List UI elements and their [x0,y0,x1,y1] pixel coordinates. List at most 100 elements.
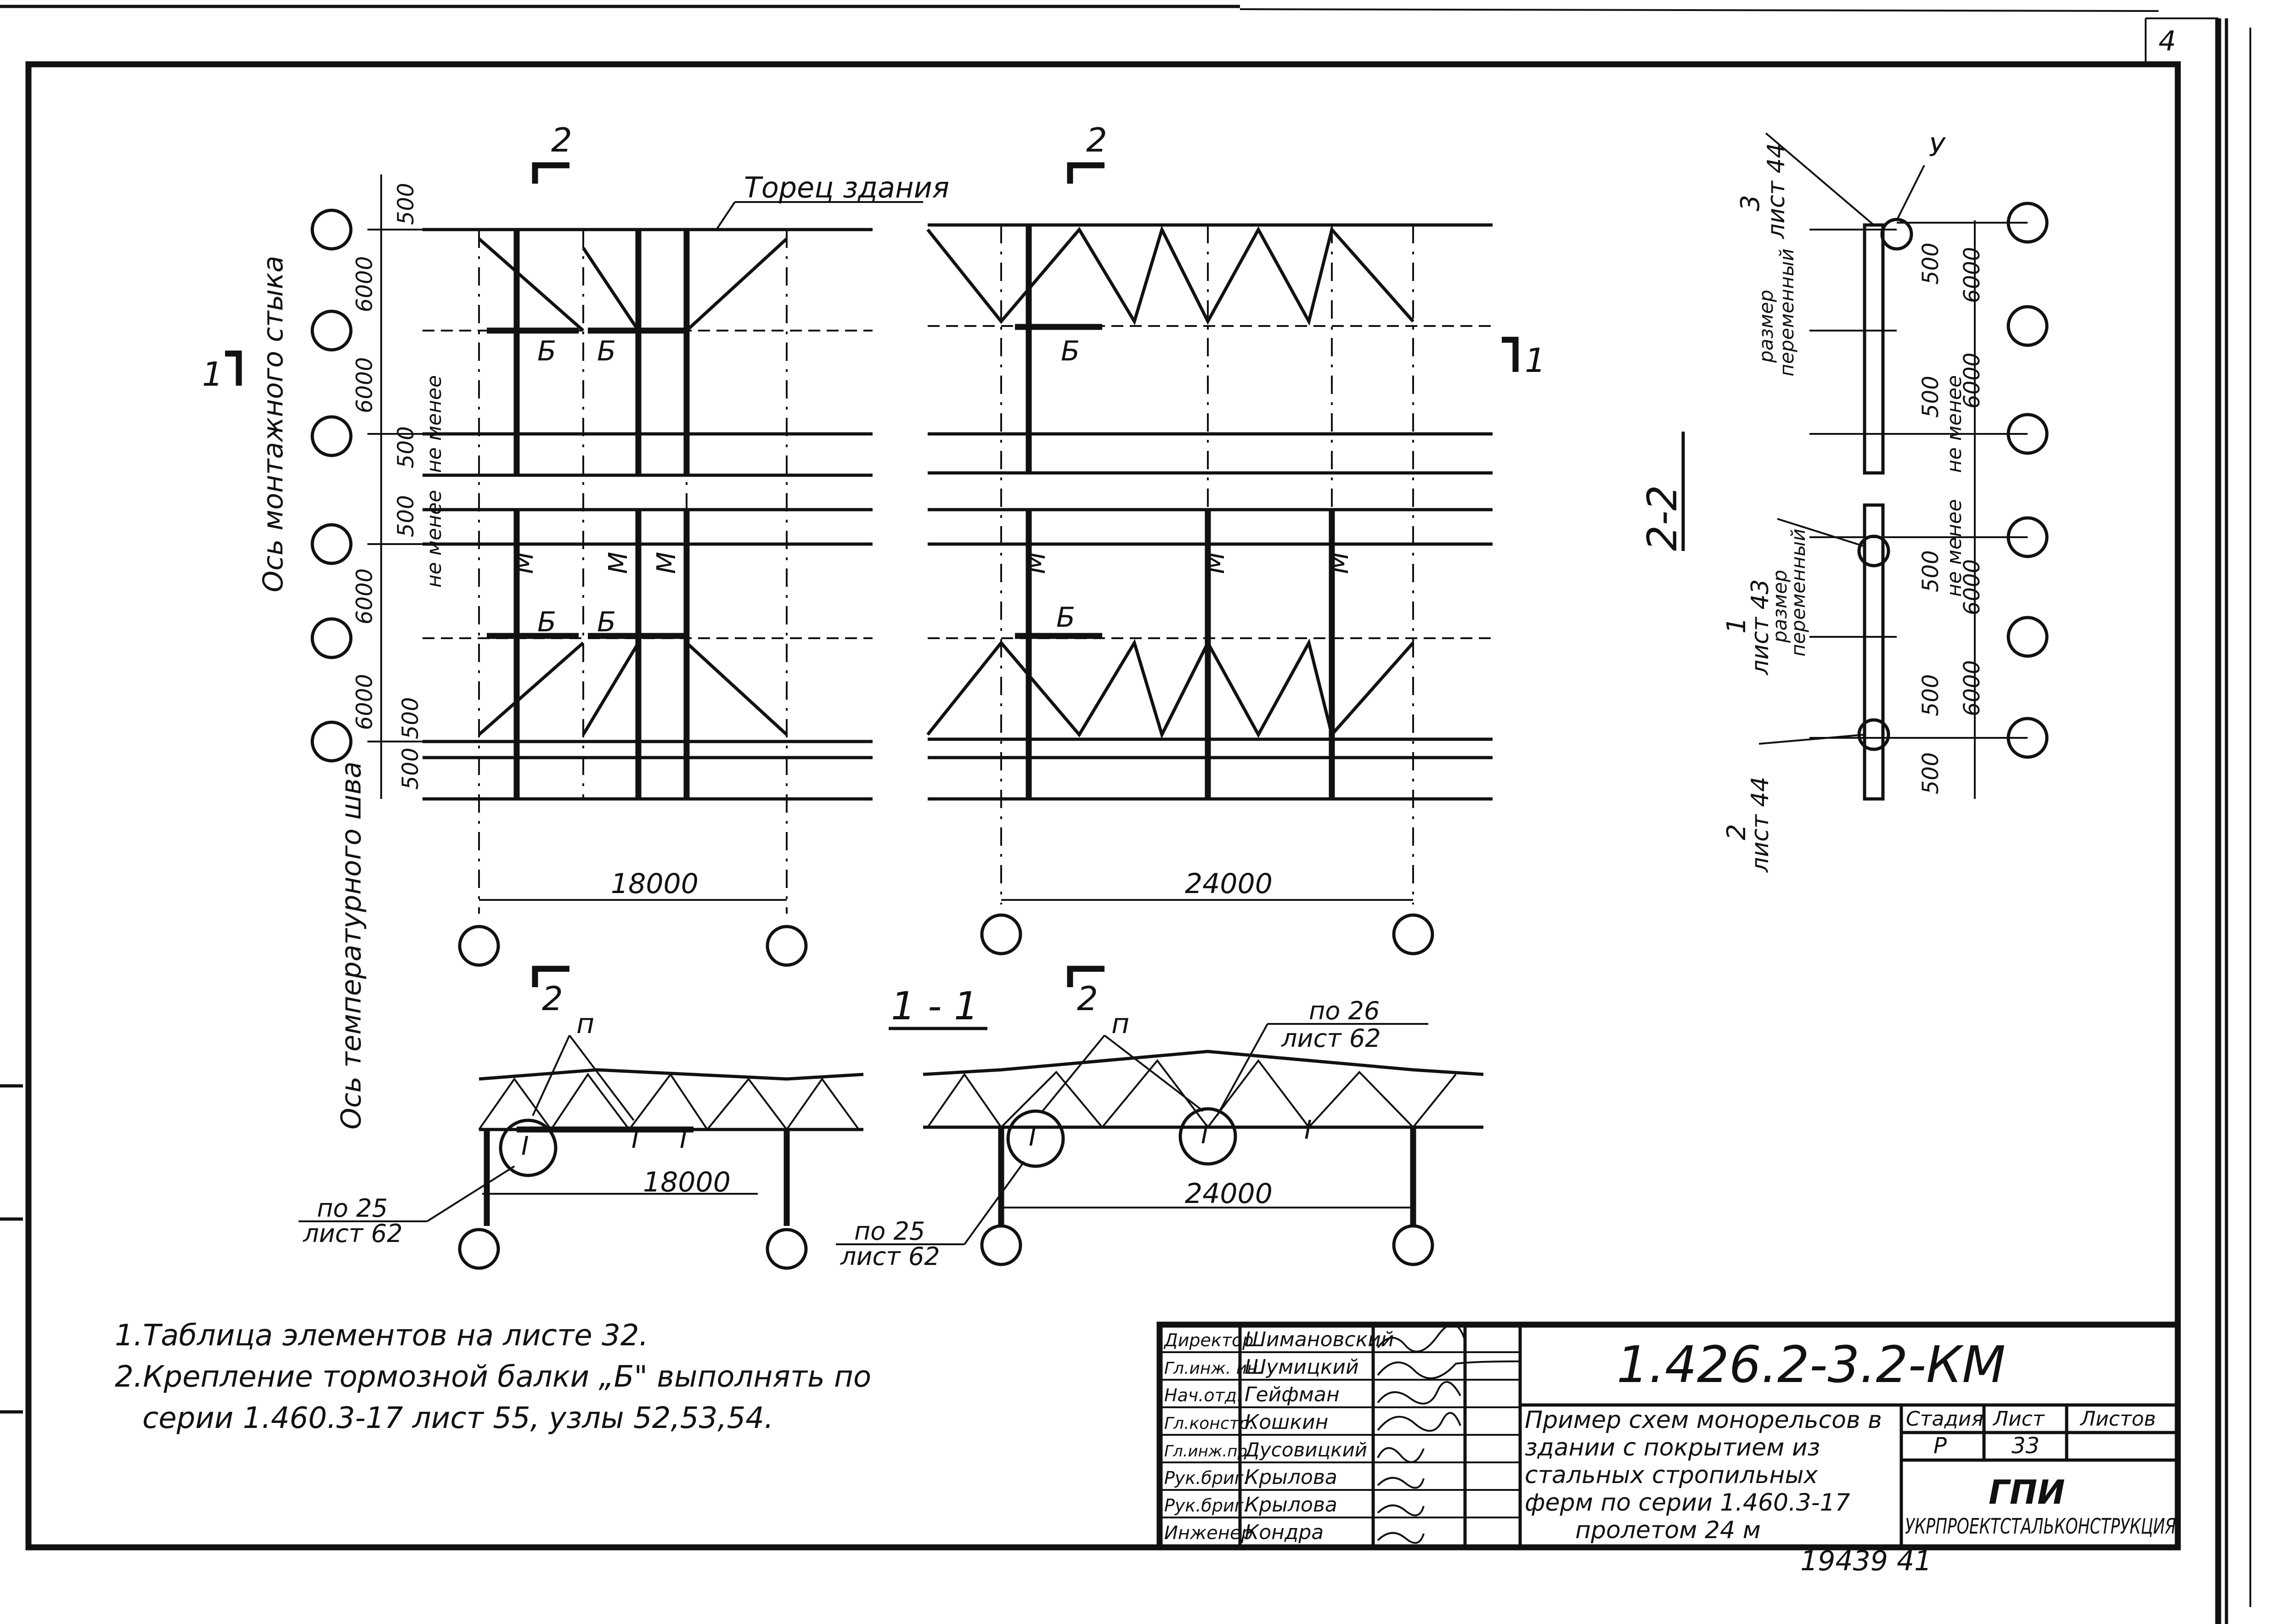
bottom-numbers: 19439 41 [1800,1545,1932,1577]
callout-2: 2 [1722,824,1752,840]
section-mark-1: 1 [1525,341,1546,380]
beam-b-label: Б [537,606,556,638]
dim-500: 500 [1918,242,1944,285]
title-block: Директор Шимановский Гл.инж. ин. Шумицки… [1156,1321,2181,1551]
span-24000: 24000 [1185,1178,1273,1210]
dim-6000: 6000 [352,674,378,730]
axis-montage-label: Ось монтажного стыка [257,256,289,592]
plan-right-block: Б Б М М М [926,223,1493,905]
axis-bubbles [310,202,2049,1270]
note-mid-sheet: лист 62 [840,1242,940,1271]
callout-2-sheet: лист 44 [1747,776,1774,873]
profile-i: I [1201,1120,1209,1150]
description-line-1: Пример схем монорельсов в [1525,1406,1882,1434]
beam-b-label: Б [597,606,616,638]
dim-500: 500 [393,426,419,468]
dim-6000: 6000 [1959,660,1985,716]
plan-left-block: Б Б Б Б М М М [423,228,873,914]
note-2-cont: серии 1.460.3-17 лист 55, узлы 52,53,54. [142,1401,773,1435]
drawing-code: 1.426.2-3.2-КМ [1617,1335,2006,1394]
callout-3: 3 [1736,195,1765,211]
dim-500: 500 [1918,376,1944,418]
rail-m-label: М [603,552,633,574]
dim-500: 500 [393,183,419,225]
stage-value: Р [1933,1433,1947,1459]
name-chief-designer: Кошкин [1245,1410,1328,1434]
sheet-value: 33 [2012,1433,2040,1459]
span-24000: 24000 [1185,868,1273,900]
plan-annotations: Торец здания Ось монтажного стыка Ось те… [202,121,1546,1129]
dim-6000: 6000 [1959,247,1985,303]
dim-6000: 6000 [352,256,378,312]
torets-label: Торец здания [744,171,949,204]
dim-500: 500 [398,697,423,739]
general-notes: 1.Таблица элементов на листе 32. 2.Крепл… [115,1319,871,1435]
note-mid: по 25 [854,1217,925,1246]
peremenny-label: переменный [1775,248,1798,376]
section-mark-2: 2 [551,121,572,159]
sheets-label: Листов [2079,1407,2156,1431]
section-mark-2: 2 [1077,979,1098,1018]
description-line-4: ферм по серии 1.460.3-17 [1525,1489,1850,1517]
ne-menee-label: не менее [1943,375,1966,473]
section-1-1-title: 1 - 1 [891,983,979,1028]
ne-menee-label: не менее [423,375,446,473]
rail-m-label: М [509,552,539,574]
dim-6000: 6000 [1959,353,1985,409]
rail-m-label: М [1021,552,1051,574]
name-dept-head: Гейфман [1245,1383,1340,1406]
name-brigade-lead: Крылова [1245,1466,1337,1489]
dim-500: 500 [1918,550,1944,592]
profile-i: I [1304,1115,1312,1145]
name-brigade-lead: Крылова [1245,1493,1337,1517]
profile-i: I [631,1124,639,1154]
ne-menee-label: не менее [423,490,446,588]
sheet-frame: 4 [0,5,2251,1624]
rail-m-label: М [1324,552,1354,574]
dim-6000: 6000 [352,568,378,624]
role-chief-project-engineer: Гл.инж.пр. [1164,1442,1252,1461]
role-dept-head: Нач.отд. [1164,1385,1242,1405]
section-2-2-title: 2-2 [1639,485,1686,551]
callout-3-sheet: лист 44 [1763,143,1790,239]
role-director: Директор [1163,1330,1253,1350]
dim-6000: 6000 [1959,559,1985,615]
dim-500: 500 [398,747,423,790]
rail-m-label: М [1200,552,1230,574]
section-mark-1: 1 [202,355,223,393]
name-engineer: Кондра [1245,1521,1324,1544]
description-line-3: стальных стропильных [1525,1461,1818,1489]
name-chief-engineer: Шумицкий [1245,1355,1359,1379]
rail-m-label: М [652,552,682,574]
org-logo: ГПИ [1989,1473,2065,1512]
signatures [1377,1323,1521,1544]
org-name: УКРПРОЕКТСТАЛЬКОНСТРУКЦИЯ [1905,1514,2176,1539]
section-1-1: 1 - 1 I I I I I I п п по 26 лист 62 1800… [299,983,1484,1271]
note-left-sheet: лист 62 [303,1219,403,1248]
name-chief-project-engineer: Дусовицкий [1244,1439,1367,1461]
note-1: 1.Таблица элементов на листе 32. [115,1319,648,1353]
section-mark-2: 2 [542,979,563,1018]
sheet-label: Лист [1992,1407,2045,1431]
callout-1-sheet: лист 43 [1747,579,1774,675]
dim-500: 500 [1918,674,1944,716]
peremenny-label: переменный [1787,528,1809,657]
description-line-2: здании с покрытием из [1525,1434,1820,1461]
dim-500: 500 [393,495,419,537]
profile-i: I [521,1131,529,1161]
role-chief-designer: Гл.констр. [1164,1414,1255,1433]
razmer-label: размер [1755,290,1777,363]
beam-b-label: Б [597,335,616,367]
callout-n: п [1111,1008,1129,1040]
note-right-top-sheet: лист 62 [1281,1024,1381,1053]
callout-1: 1 [1722,617,1752,634]
beam-b-label: Б [1056,601,1075,634]
span-18000: 18000 [643,1166,731,1198]
name-director: Шимановский [1245,1328,1394,1351]
profile-i: I [680,1124,688,1154]
role-engineer: Инженер [1164,1523,1253,1544]
note-2: 2.Крепление тормозной балки „Б" выполнят… [115,1360,871,1394]
callout-u: У [1929,133,1946,163]
sheet-corner-number: 4 [2158,25,2176,57]
